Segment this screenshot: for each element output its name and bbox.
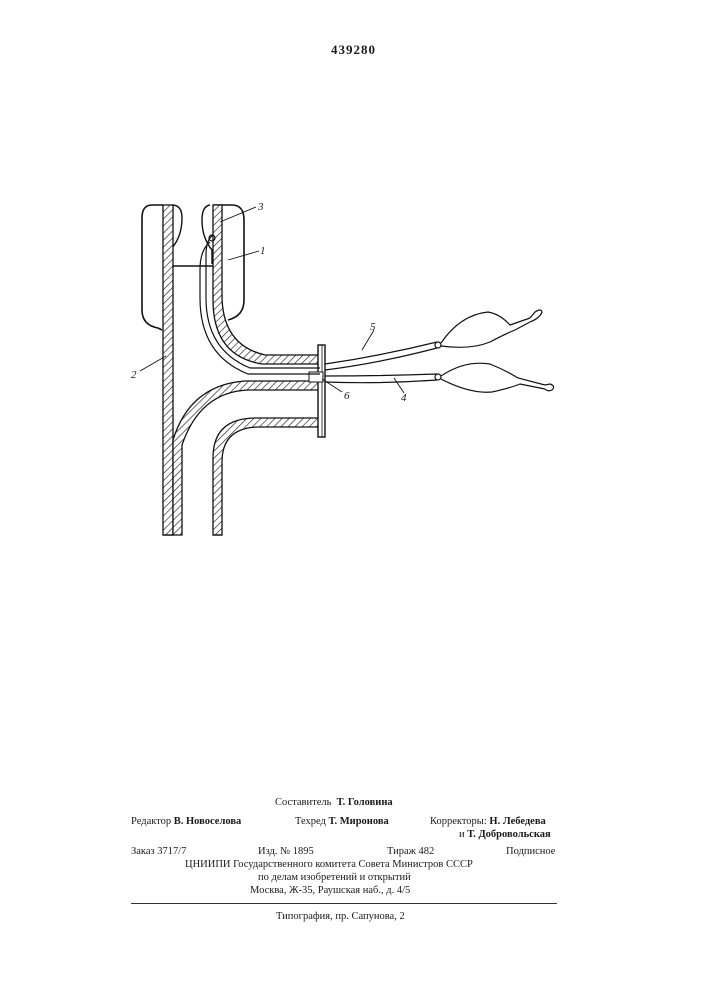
compiler-line: Составитель Т. Головина (275, 797, 393, 809)
catheters (325, 310, 554, 392)
cuff-balloon (142, 205, 244, 330)
subscription: Подписное (506, 846, 555, 858)
label-5: 5 (370, 321, 376, 333)
org-line-2: по делам изобретений и открытий (258, 872, 411, 884)
main-tube-left-wall (163, 205, 173, 535)
corrector2-line: и Т. Добровольская (459, 829, 551, 841)
org-line-1: ЦНИИПИ Государственного комитета Совета … (185, 859, 473, 871)
editor-line: Редактор В. Новоселова (131, 816, 241, 828)
outer-elbow-wall (213, 418, 320, 535)
printer-line: Типография, пр. Сапунова, 2 (276, 911, 405, 923)
junction-inner-wall (173, 381, 320, 535)
correctors-line: Корректоры: Н. Лебедева (430, 816, 546, 828)
label-2: 2 (131, 369, 137, 381)
edition-number: Изд. № 1895 (258, 846, 314, 858)
main-tube-right-wall-upper (213, 205, 320, 364)
label-6: 6 (344, 390, 350, 402)
footer-divider (131, 903, 557, 904)
label-1: 1 (260, 245, 266, 257)
label-3: 3 (257, 201, 264, 213)
label-4: 4 (401, 392, 407, 404)
order-number: Заказ 3717/7 (131, 846, 186, 858)
techred-line: Техред Т. Миронова (295, 816, 389, 828)
print-run: Тираж 482 (387, 846, 434, 858)
org-line-3: Москва, Ж-35, Раушская наб., д. 4/5 (250, 885, 410, 897)
